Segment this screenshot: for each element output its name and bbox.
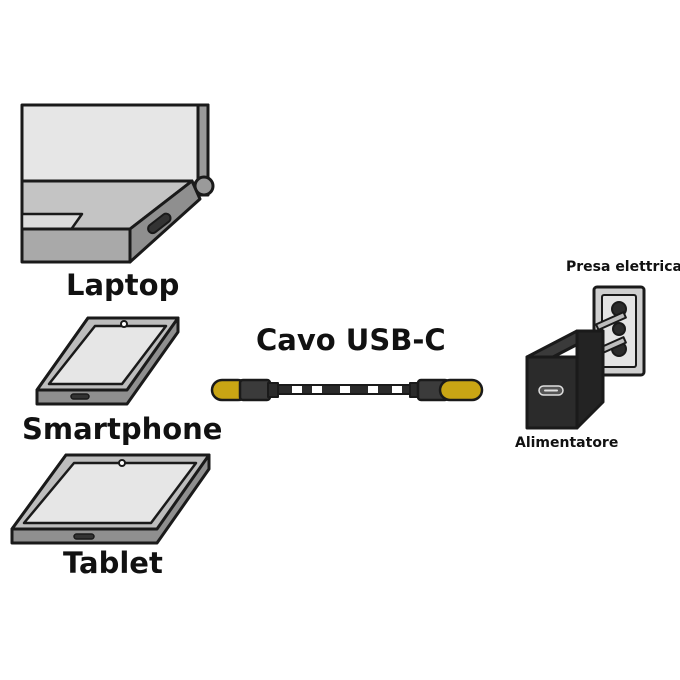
smartphone-usbc-port (70, 393, 90, 400)
outlet-hole-middle-icon (612, 322, 626, 336)
smartphone-label: Smartphone (22, 412, 223, 446)
usbc-cable-illustration (210, 378, 484, 402)
tablet-screen (22, 461, 198, 525)
tablet-camera-icon (118, 459, 126, 467)
cable-label: Cavo USB-C (256, 323, 446, 357)
smartphone-camera-icon (120, 320, 128, 328)
laptop-label: Laptop (66, 268, 180, 302)
tablet-label: Tablet (63, 546, 163, 580)
laptop-screen (20, 103, 210, 185)
cable-cord (275, 384, 413, 395)
charger-prong-top (595, 311, 627, 331)
laptop-illustration (20, 103, 215, 264)
charger-illustration (525, 311, 627, 430)
smartphone-screen (47, 324, 168, 386)
tablet-usbc-port (73, 533, 95, 540)
cable-left-connector (210, 378, 279, 402)
charger-side (575, 329, 605, 430)
cable-right-connector (409, 378, 484, 402)
smartphone-illustration (35, 316, 180, 406)
laptop-usbc-port (147, 212, 172, 235)
outlet-label: Presa elettrica (566, 259, 680, 275)
tablet-illustration (10, 453, 211, 545)
adapter-label: Alimentatore (515, 435, 619, 451)
laptop-front-face (20, 227, 132, 264)
